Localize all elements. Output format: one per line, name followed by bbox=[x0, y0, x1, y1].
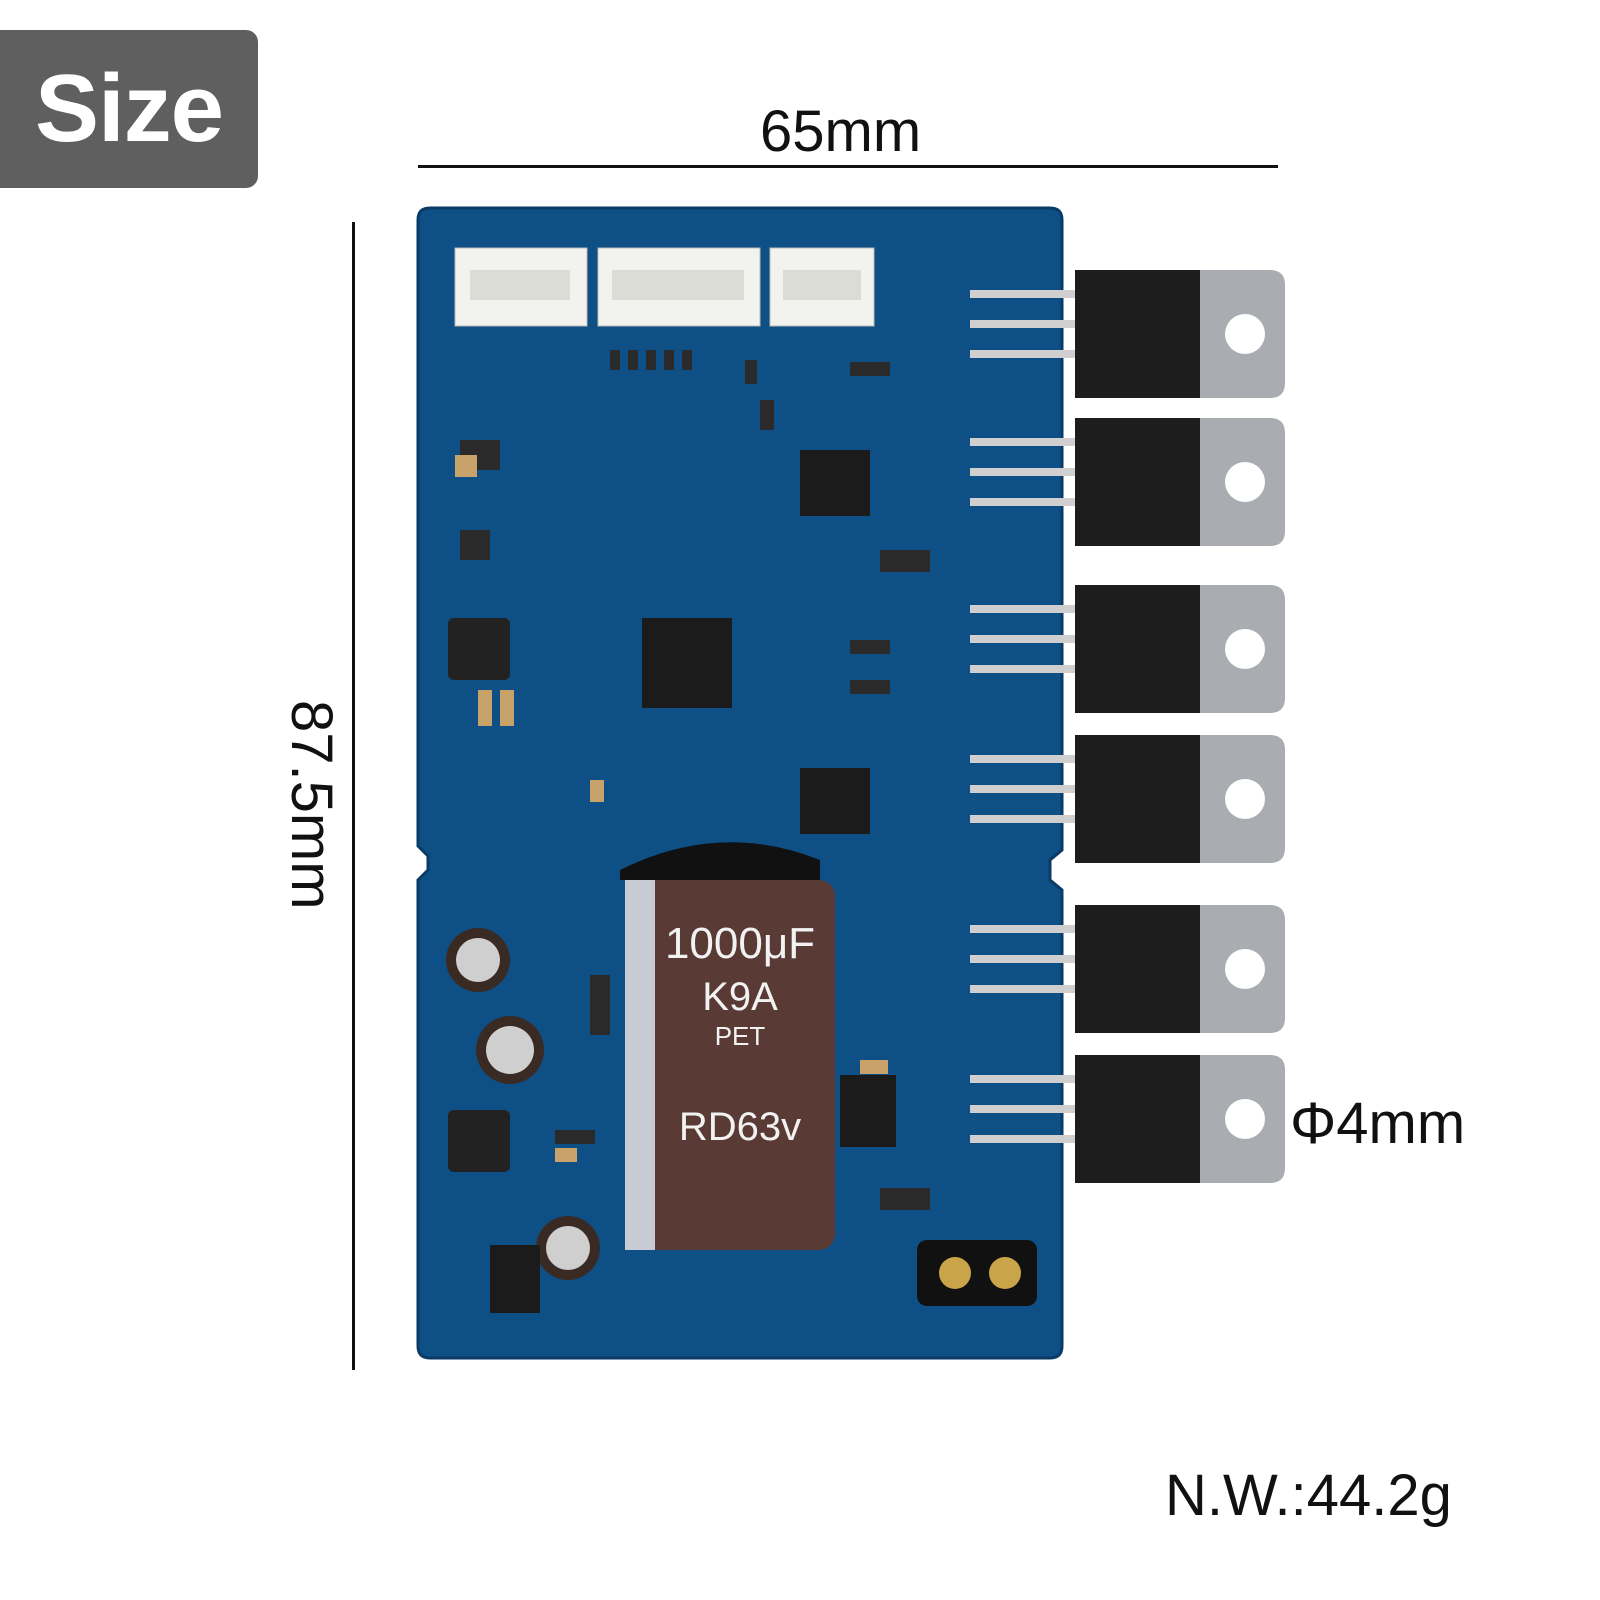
driver-chip-a bbox=[840, 1075, 896, 1147]
mosfet bbox=[970, 270, 1285, 398]
capacitor-label: 1000μF bbox=[665, 919, 815, 968]
power-terminal-p0 bbox=[917, 1240, 1037, 1306]
size-badge-label: Size bbox=[34, 55, 224, 162]
width-dimension-line bbox=[418, 165, 1278, 168]
connector-p2 bbox=[769, 247, 875, 327]
hole-diameter-label: Φ4mm bbox=[1290, 1091, 1466, 1156]
mosfet bbox=[970, 1055, 1285, 1183]
capacitor-label: PET bbox=[715, 1021, 766, 1051]
mosfet bbox=[970, 418, 1285, 546]
width-dimension-label: 65mm bbox=[760, 99, 922, 164]
connector-p1 bbox=[454, 247, 588, 327]
net-weight-label: N.W.:44.2g bbox=[1165, 1463, 1452, 1528]
inductor-l1 bbox=[448, 618, 510, 680]
capacitor-label: RD63v bbox=[679, 1105, 801, 1149]
mosfet-group bbox=[970, 270, 1285, 1183]
capacitor-label: K9A bbox=[702, 975, 778, 1019]
mosfet bbox=[970, 905, 1285, 1033]
regulator-chip bbox=[490, 1245, 540, 1313]
pcb-board bbox=[416, 206, 1064, 1360]
driver-chip-b bbox=[800, 768, 870, 834]
mosfet bbox=[970, 735, 1285, 863]
smd-capacitors bbox=[455, 455, 888, 1162]
size-badge: Size bbox=[0, 30, 258, 188]
height-dimension-line bbox=[352, 222, 355, 1370]
connector-p3 bbox=[597, 247, 761, 327]
main-capacitor: 1000μF K9A PET RD63v bbox=[620, 842, 835, 1250]
microcontroller-chip bbox=[642, 618, 732, 708]
driver-chip-c bbox=[800, 450, 870, 516]
mosfet bbox=[970, 585, 1285, 713]
inductor-l2 bbox=[448, 1110, 510, 1172]
